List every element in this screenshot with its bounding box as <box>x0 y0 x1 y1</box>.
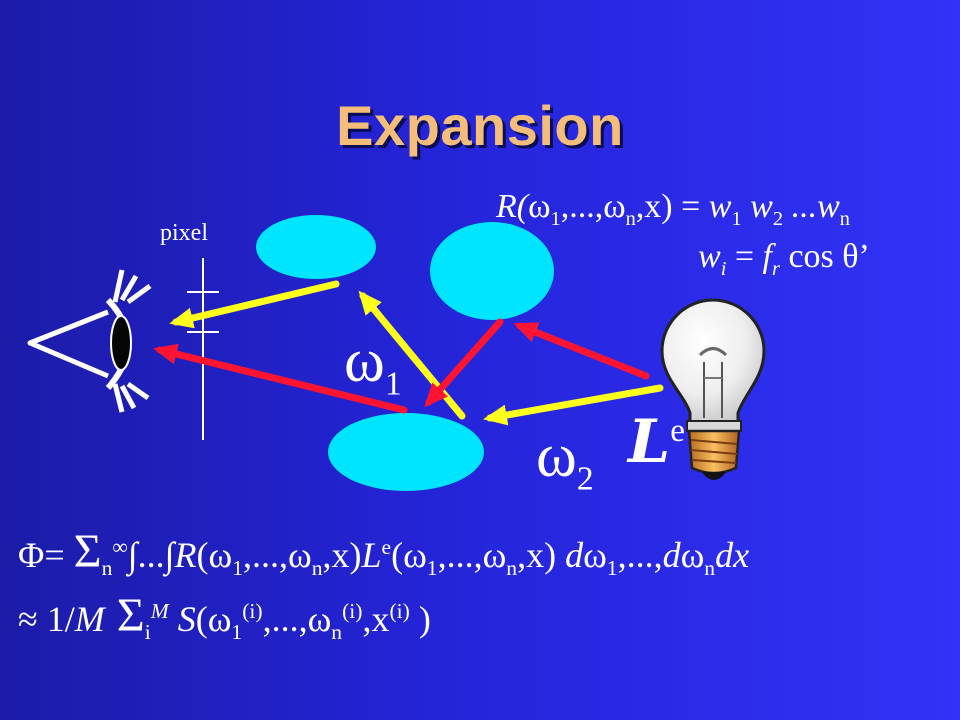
integral-equation: Φ= Σn∞∫...∫R(ω1,...,ωn,x)Le(ω1,...,ωn,x)… <box>18 525 750 581</box>
surface-patch-top-right <box>430 222 554 320</box>
surface-patch-bottom <box>328 413 484 491</box>
path-weight-equation: R(ω1,...,ωn,x) = w1 w2 ...wn <box>496 188 850 230</box>
monte-carlo-estimate-equation: ≈ 1/M ΣiM S(ω1(i),...,ωn(i),x(i) ) <box>18 589 431 645</box>
slide-title: Expansion <box>336 94 624 157</box>
image-plane <box>187 258 219 440</box>
omega-2-label: ω2 <box>536 422 594 498</box>
omega-1-label: ω1 <box>344 327 402 403</box>
emitted-radiance-label: Le <box>628 407 685 477</box>
light-bulb-icon <box>660 298 766 480</box>
eye-icon <box>27 269 152 413</box>
surface-patch-top-left <box>256 215 376 279</box>
pixel-label: pixel <box>160 220 208 246</box>
weight-definition-equation: wi = fr cos θ’ <box>698 238 870 280</box>
path-red <box>153 318 650 414</box>
